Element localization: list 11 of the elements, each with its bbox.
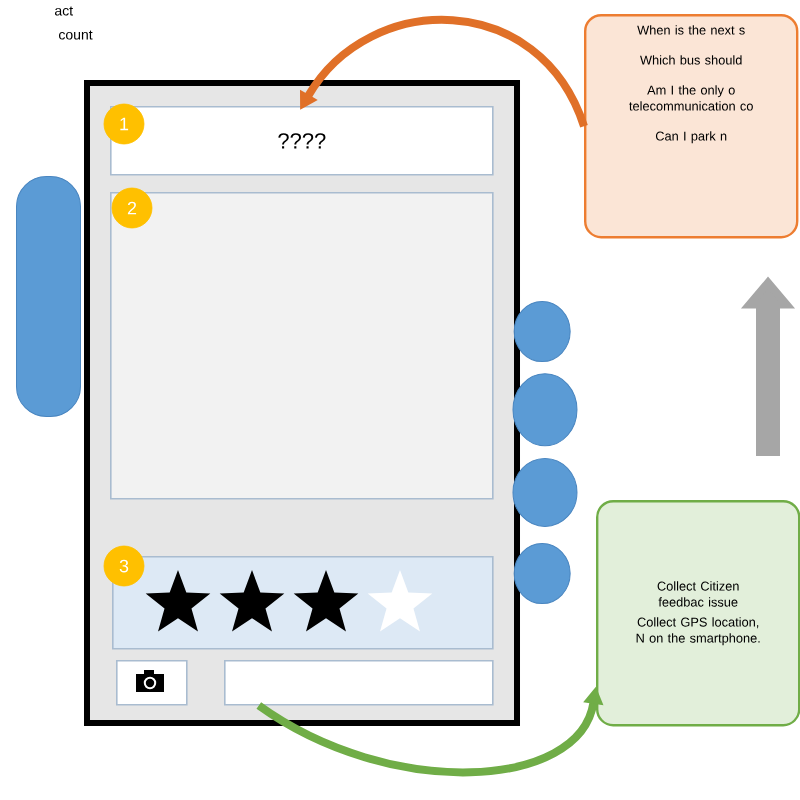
number-badge: 2: [111, 187, 153, 229]
pill-shape: [16, 176, 81, 417]
arrow: [300, 16, 588, 128]
number-badge: 3: [103, 545, 145, 587]
content-area: [110, 192, 494, 500]
comment-field: [224, 660, 494, 706]
circle-shape: [513, 301, 571, 363]
circle-shape: [513, 543, 571, 605]
number-badge: 1: [103, 103, 145, 145]
circle-shape: [512, 373, 578, 447]
circle-shape: [512, 457, 578, 527]
